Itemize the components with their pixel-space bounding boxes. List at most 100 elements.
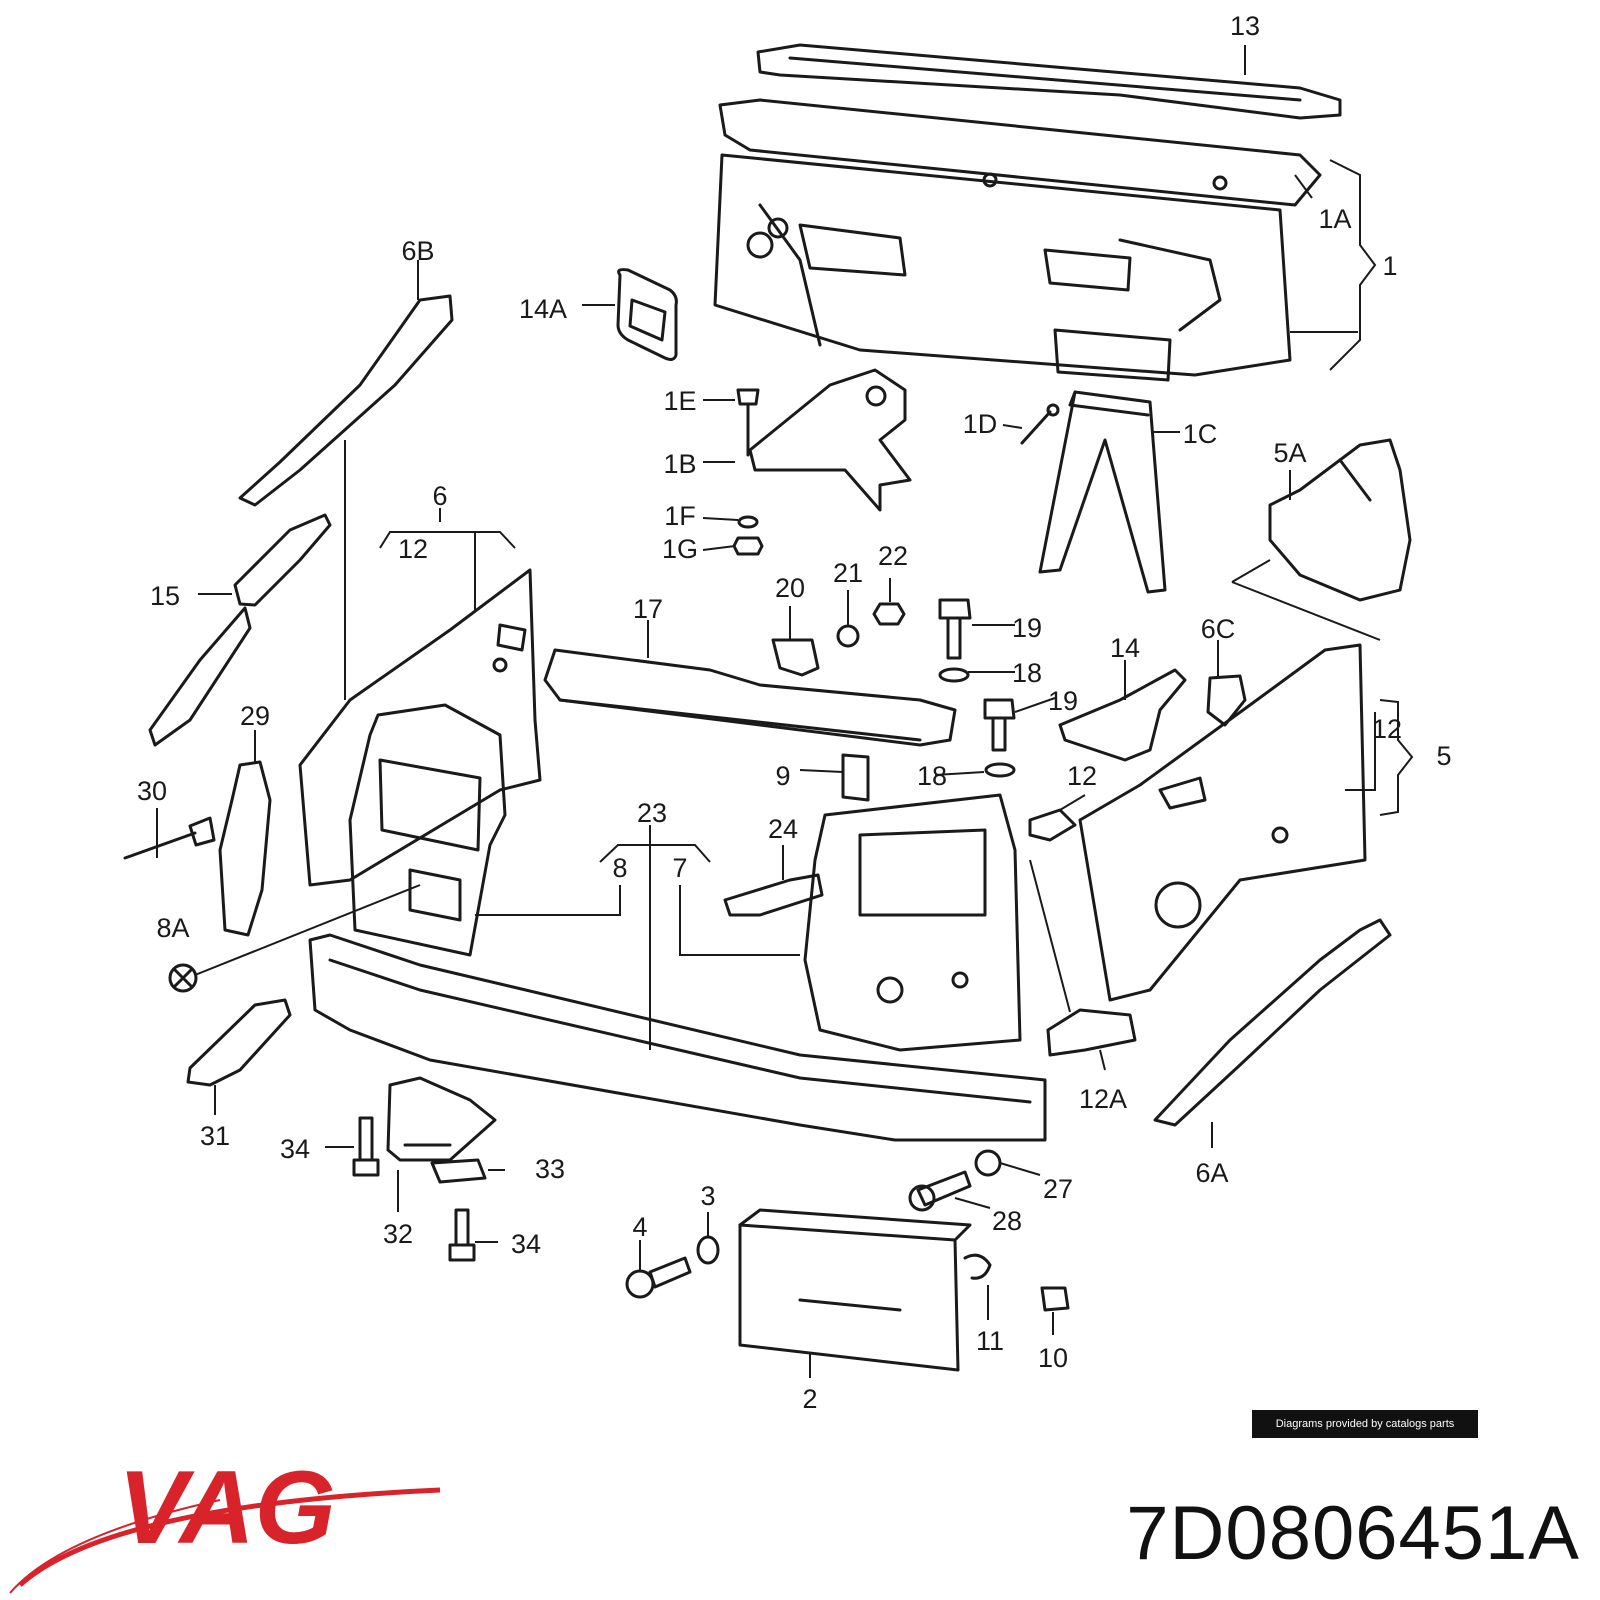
callout-5: 5 [1436,741,1451,771]
callout-17: 17 [633,594,663,624]
callout-14A: 14A [519,294,567,324]
callout-8A: 8A [156,913,189,943]
part-2-cover-panel [738,1208,972,1372]
callout-12-left: 12 [398,534,428,564]
part-4-bolt [625,1256,692,1299]
part-30-pin [123,816,216,860]
part-20-hook [771,638,820,677]
callout-1C: 1C [1183,419,1218,449]
part-10-nut [1040,1286,1070,1312]
part-29-deflector [218,760,272,937]
part-28-bolt [908,1170,972,1212]
part-1-front-bulkhead [713,153,1292,382]
callout-19-bottom: 19 [1048,686,1078,716]
callout-13: 13 [1230,11,1260,41]
callout-6C: 6C [1201,614,1236,644]
part-14-bracket [1058,668,1187,762]
part-1D-rivet [1020,403,1060,445]
callout-33: 33 [535,1154,565,1184]
part-7-right-headlamp-carrier [803,793,1022,1052]
part-15-bracket [148,513,332,747]
part-8-left-headlamp-carrier [348,703,507,957]
callout-2: 2 [802,1384,817,1414]
callout-6B: 6B [401,236,434,266]
callout-1G: 1G [662,534,698,564]
callout-3: 3 [700,1181,715,1211]
part-34-bolt-upper [352,1116,380,1177]
part-9-bracket [841,753,870,802]
part-1F-washer [737,515,759,529]
part-6C-bracket [1206,674,1247,727]
part-21-washer [836,624,860,648]
callout-21: 21 [833,558,863,588]
callout-31: 31 [200,1121,230,1151]
part-23-bumper-carrier [308,933,1047,1142]
callout-22: 22 [878,541,908,571]
part-19-bolt-lower [983,698,1016,752]
logo-swoosh [18,1487,441,1587]
callout-4: 4 [632,1212,647,1242]
callout-1E: 1E [663,386,696,416]
callout-12-right: 12 [1372,714,1402,744]
part-1E-bolt [736,388,760,457]
callout-1: 1 [1382,251,1397,281]
callout-1A: 1A [1318,204,1351,234]
callout-12A: 12A [1079,1084,1127,1114]
callout-10: 10 [1038,1343,1068,1373]
callout-7: 7 [672,853,687,883]
brand-name: VAG [118,1450,336,1566]
part-1A-plenum-panel [718,98,1322,207]
callout-18-bottom: 18 [917,761,947,791]
part-18-washer-upper [938,667,970,683]
part-31-bracket [186,998,292,1087]
part-34-bolt-lower [448,1208,476,1262]
part-18-washer-lower [984,762,1016,778]
callout-6: 6 [432,481,447,511]
logo-swoosh-inner [9,1499,221,1594]
part-12-small-bracket [1028,808,1077,842]
leader-lines [156,45,1414,1378]
callout-15: 15 [150,581,180,611]
part-1C-support-bracket [1038,390,1167,594]
part-5A-wheelhouse-panel [1268,438,1412,602]
callout-1B: 1B [663,449,696,479]
callout-23: 23 [637,798,667,828]
callout-8: 8 [612,853,627,883]
part-3-washer [696,1235,720,1265]
callout-28: 28 [992,1206,1022,1236]
callout-9: 9 [775,761,790,791]
part-8A-clip [168,963,198,993]
part-6A-strut [1153,918,1392,1127]
diagram-credit: Diagrams provided by catalogs parts [1252,1410,1478,1438]
part-19-bolt-upper [938,598,972,660]
callout-29: 29 [240,701,270,731]
part-6B-strut [238,294,454,507]
part-14A-grommet [616,268,678,361]
callout-5A: 5A [1273,438,1306,468]
callout-14: 14 [1110,633,1140,663]
part-24-bracket [723,873,824,917]
callout-34-top: 34 [280,1134,310,1164]
part-32-tow-bracket [386,1076,497,1162]
part-17-lock-carrier [543,648,957,747]
callout-11: 11 [976,1326,1004,1356]
part-13-upper-cross-member [756,43,1342,120]
callout-1D: 1D [963,409,998,439]
callout-30: 30 [137,776,167,806]
callout-27: 27 [1043,1174,1073,1204]
part-1B-bracket [748,368,912,512]
callout-12-mid: 12 [1067,761,1097,791]
part-number: 7D0806451A [1126,1491,1580,1576]
part-33-plate [430,1158,487,1184]
part-27-washer [974,1149,1002,1177]
callout-6A: 6A [1195,1158,1228,1188]
callout-18-top: 18 [1012,658,1042,688]
part-11-clip [963,1253,992,1280]
callout-24: 24 [768,814,798,844]
part-22-nut [872,602,906,626]
part-6-left-side-member [298,568,542,887]
callout-19-top: 19 [1012,613,1042,643]
part-12A-bracket [1046,1008,1137,1057]
